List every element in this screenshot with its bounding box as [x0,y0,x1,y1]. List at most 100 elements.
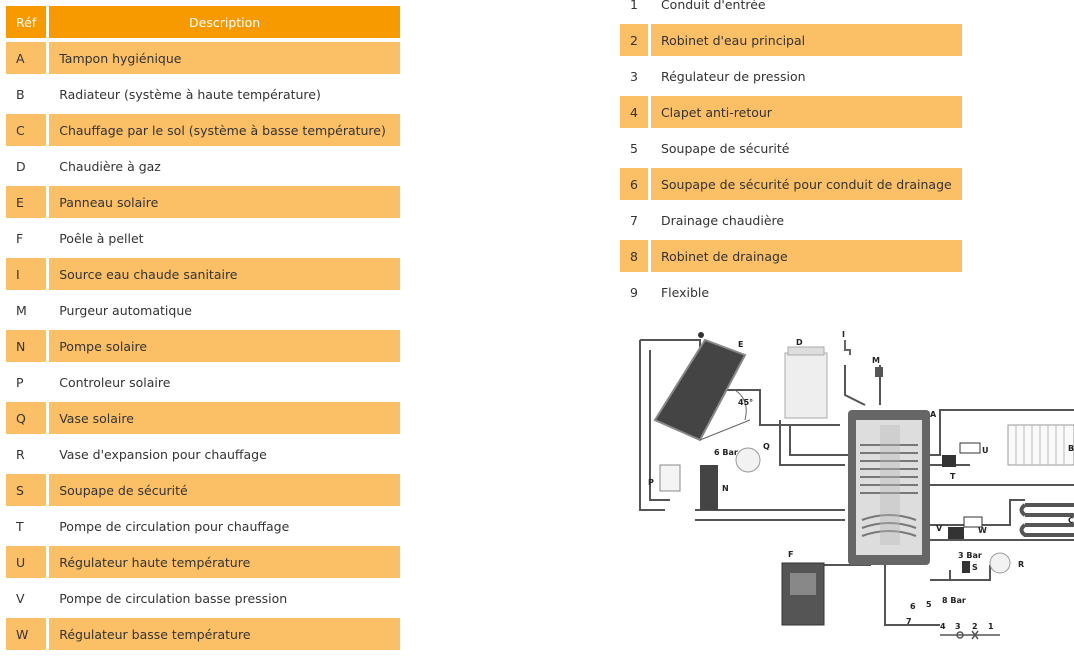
table-row: R Vase d'expansion pour chauffage [6,438,400,470]
right-ref-cell: 7 [630,212,638,228]
label-S: S [972,563,978,572]
table-row: 7 Drainage chaudière [620,204,962,236]
heating-system-diagram: 45° E D I M A B C [639,330,1074,640]
label-W: W [978,526,987,535]
left-description-cell: Poêle à pellet [59,230,144,246]
left-description-cell: Pompe de circulation pour chauffage [59,518,290,534]
left-ref-cell: A [6,42,50,74]
left-ref-cell: V [16,590,25,606]
left-description-cell: Pompe solaire [49,330,400,362]
header-description: Description [49,6,400,38]
table-row: 5 Soupape de sécurité [620,132,962,164]
label-1: 1 [988,622,994,631]
right-ref-cell: 1 [630,0,638,12]
label-4: 4 [940,622,946,631]
left-ref-cell: D [16,158,26,174]
label-7: 7 [906,617,912,626]
angle-label: 45° [738,398,753,407]
left-ref-cell: M [16,302,27,318]
right-description-cell: Conduit d'entrée [660,0,766,12]
left-description-cell: Pompe de circulation basse pression [59,590,288,606]
label-B: B [1068,444,1074,453]
left-ref-cell: S [6,474,50,506]
left-ref-cell: R [16,446,25,462]
left-description-cell: Chauffage par le sol (système à basse te… [49,114,400,146]
left-description-cell: Régulateur haute température [49,546,400,578]
left-ref-cell: N [6,330,50,362]
label-Q: Q [763,442,770,451]
right-ref-cell: 3 [630,68,638,84]
left-description-cell: Controleur solaire [59,374,171,390]
label-T: T [950,472,956,481]
right-description-cell: Robinet d'eau principal [650,24,962,56]
left-ref-cell: U [6,546,50,578]
right-description-cell: Soupape de sécurité [660,140,790,156]
right-ref-cell: 4 [620,96,651,128]
left-ref-cell: E [6,186,50,218]
left-ref-cell: W [6,618,50,650]
bar6-label: 6 Bar [714,448,738,457]
right-description-cell: Robinet de drainage [650,240,962,272]
table-row: V Pompe de circulation basse pression [6,582,400,614]
right-ref-cell: 5 [630,140,638,156]
left-description-cell: Soupape de sécurité [49,474,400,506]
left-description-cell: Vase solaire [49,402,400,434]
right-ref-cell: 6 [620,168,651,200]
left-description-cell: Radiateur (système à haute température) [59,86,321,102]
left-ref-cell: Q [6,402,50,434]
label-D: D [796,338,803,347]
right-description-cell: Drainage chaudière [660,212,785,228]
right-description-cell: Soupape de sécurité pour conduit de drai… [650,168,962,200]
label-A: A [930,410,937,419]
label-I: I [842,330,845,339]
label-6: 6 [910,602,916,611]
left-ref-cell: B [16,86,25,102]
bar8-label: 8 Bar [942,596,966,605]
right-description-cell: Flexible [660,284,710,300]
left-ref-cell: P [16,374,24,390]
left-description-cell: Régulateur basse température [49,618,400,650]
table-row: F Poêle à pellet [6,222,400,254]
label-E: E [738,340,743,349]
table-row: P Controleur solaire [6,366,400,398]
bar3-label: 3 Bar [958,551,982,560]
right-description-cell: Clapet anti-retour [650,96,962,128]
right-ref-cell: 2 [620,24,651,56]
label-3: 3 [955,622,961,631]
label-C: C [1068,516,1074,525]
label-U: U [982,446,989,455]
label-2: 2 [972,622,978,631]
right-ref-cell: 8 [620,240,651,272]
table-row: M Purgeur automatique [6,294,400,326]
table-row: 1 Conduit d'entrée [620,0,962,20]
left-description-cell: Vase d'expansion pour chauffage [59,446,267,462]
table-header-row: Réf Description [6,6,400,38]
left-ref-cell: F [16,230,24,246]
label-V: V [936,524,943,533]
left-description-cell: Tampon hygiénique [49,42,400,74]
label-N: N [722,484,729,493]
left-description-cell: Purgeur automatique [59,302,192,318]
left-description-cell: Panneau solaire [49,186,400,218]
label-F: F [788,550,793,559]
left-description-cell: Chaudière à gaz [59,158,161,174]
table-row: B Radiateur (système à haute température) [6,78,400,110]
left-ref-cell: C [6,114,50,146]
left-description-cell: Source eau chaude sanitaire [49,258,400,290]
